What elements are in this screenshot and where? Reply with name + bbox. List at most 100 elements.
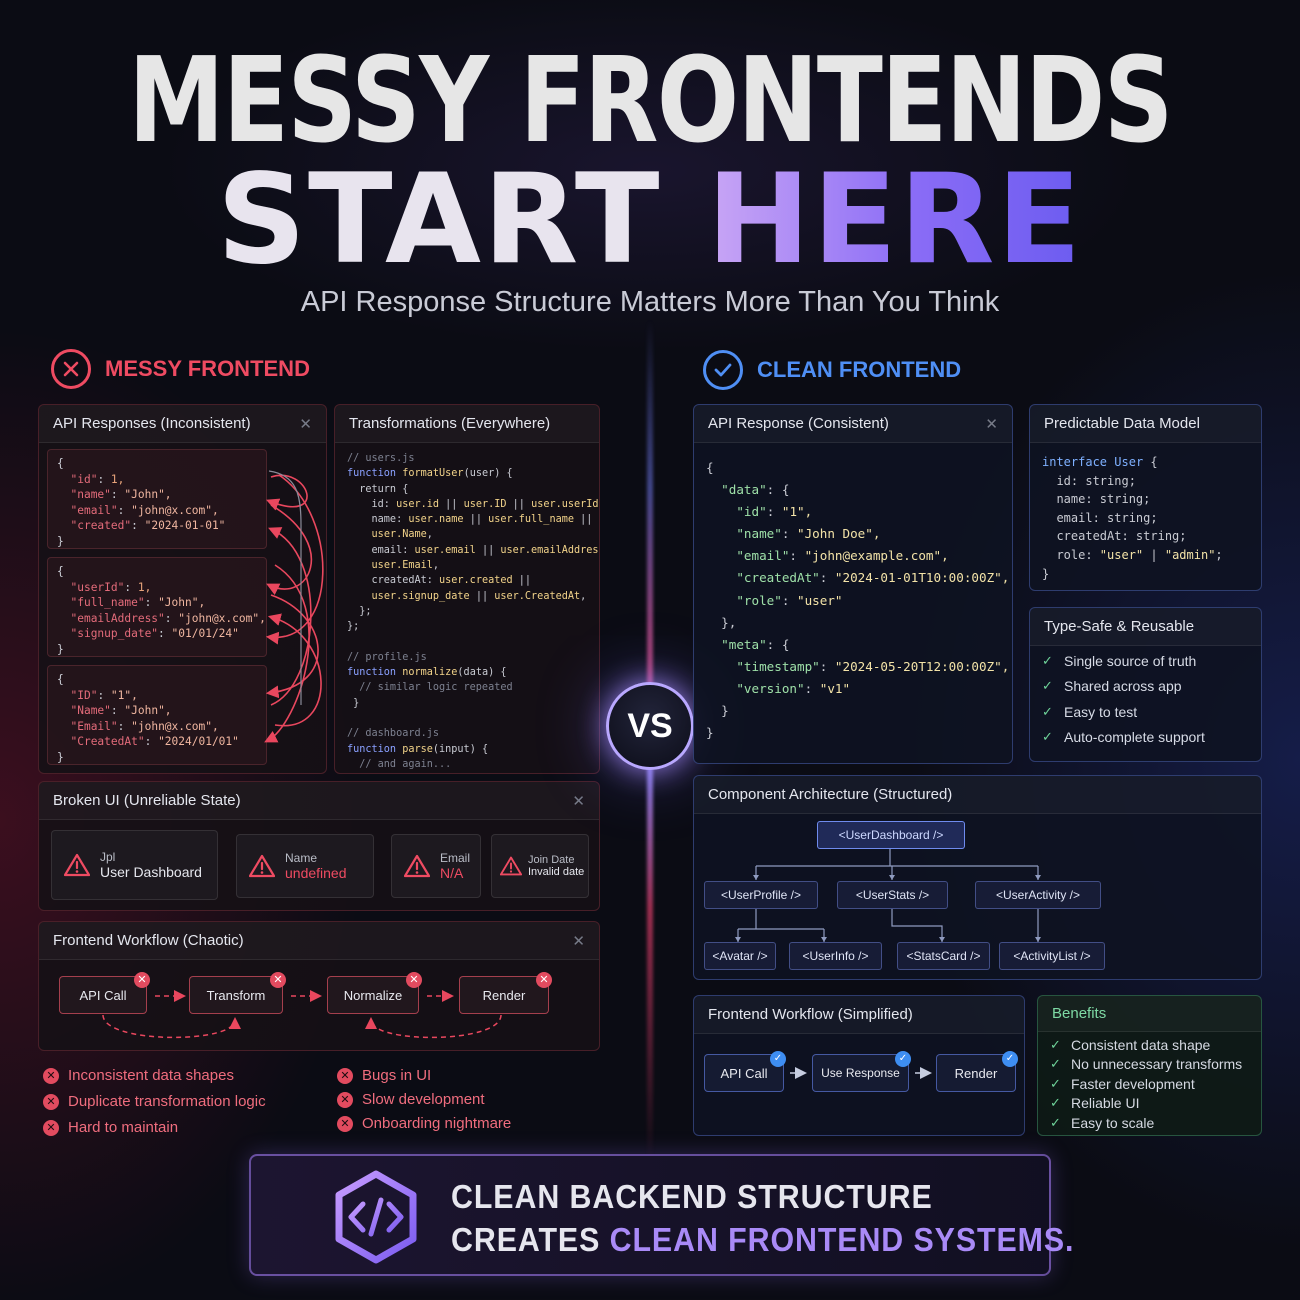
tree-node-user-stats: <UserStats /> — [837, 881, 948, 909]
code-line: "CreatedAt": "2024/01/01" — [70, 735, 239, 749]
panel-title: Broken UI (Unreliable State) — [53, 792, 241, 809]
code-line: "email": "john@x.com", — [70, 503, 219, 517]
code-line: } — [57, 750, 64, 764]
title-word-here: HERE — [706, 148, 1084, 292]
api-response-consistent-panel: API Response (Consistent) ✕ { "data": { … — [693, 404, 1013, 764]
code-line: ` — [347, 772, 599, 773]
benefit-item: ✓No unnecessary transforms — [1050, 1056, 1243, 1073]
title-line-2: START HERE — [0, 150, 1300, 290]
x-icon: ✕ — [43, 1119, 59, 1136]
code-line: "version": "v1" — [736, 680, 851, 696]
close-icon[interactable]: ✕ — [572, 932, 585, 950]
check-icon: ✓ — [1042, 652, 1053, 668]
workflow-step-transform: Transform✕ — [189, 972, 286, 1014]
panel-header: Type-Safe & Reusable — [1030, 608, 1261, 646]
transformations-panel: Transformations (Everywhere) // users.js… — [334, 404, 600, 774]
panel-header: API Responses (Inconsistent) ✕ — [39, 405, 326, 443]
broken-card-join-date: Join Date Invalid date — [491, 834, 589, 898]
problem-item: ✕Duplicate transformation logic — [43, 1093, 266, 1110]
check-icon: ✓ — [1042, 729, 1053, 745]
code-line: "email": "john@example.com", — [736, 548, 949, 564]
code-line: "Email": "john@x.com", — [70, 719, 219, 733]
code-line: email: string; — [1042, 510, 1158, 525]
card-value: User Dashboard — [100, 864, 202, 880]
card-label: Jpl — [100, 850, 116, 864]
error-badge-icon: ✕ — [406, 972, 422, 988]
code-line: "ID": "1", — [70, 688, 138, 702]
code-hexagon-icon — [335, 1170, 417, 1264]
subtitle: API Response Structure Matters More Than… — [300, 286, 1000, 318]
component-architecture-panel: Component Architecture (Structured) <Use… — [693, 775, 1262, 980]
close-icon[interactable]: ✕ — [299, 415, 312, 433]
workflow-step-api-call: API Call✕ — [59, 972, 150, 1014]
panel-header: Transformations (Everywhere) — [335, 405, 599, 443]
x-icon: ✕ — [337, 1091, 353, 1108]
code-line: "role": "user" — [736, 592, 843, 608]
messy-heading-label: MESSY FRONTEND — [105, 356, 310, 381]
code-line: "signup_date": "01/01/24" — [70, 627, 239, 641]
broken-card-name: Name undefined — [236, 834, 374, 898]
problem-item: ✕Inconsistent data shapes — [43, 1067, 234, 1084]
code-line: name: user.name || user.full_name || — [347, 514, 593, 526]
tree-node-avatar: <Avatar /> — [704, 942, 776, 970]
warning-icon — [500, 856, 522, 876]
banner-line-1: CLEAN BACKEND STRUCTURE — [451, 1178, 933, 1215]
code-line: "createdAt": "2024-01-01T10:00:00Z", — [736, 570, 1010, 586]
tree-node-activity-list: <ActivityList /> — [999, 942, 1105, 970]
title-word-start: START — [216, 148, 662, 292]
warning-icon — [249, 854, 275, 878]
panel-title: API Response (Consistent) — [708, 415, 889, 432]
benefit-item: ✓Faster development — [1050, 1075, 1195, 1092]
problem-item: ✕Hard to maintain — [43, 1119, 178, 1136]
code-line: "timestamp": "2024-05-20T12:00:00Z", — [736, 658, 1010, 674]
workflow-chaotic-panel: Frontend Workflow (Chaotic) ✕ API Call✕ … — [38, 921, 600, 1051]
check-icon: ✓ — [1050, 1075, 1061, 1091]
check-icon: ✓ — [1050, 1095, 1061, 1111]
benefit-item: ✓Reliable UI — [1050, 1095, 1140, 1112]
panel-header: Component Architecture (Structured) — [694, 776, 1261, 814]
code-line: } — [706, 703, 729, 719]
tree-connectors — [735, 849, 1041, 942]
code-line: "data": { — [721, 482, 790, 498]
error-badge-icon: ✕ — [536, 972, 552, 988]
code-line: function formatUser(user) { — [347, 468, 513, 480]
check-icon: ✓ — [1050, 1036, 1061, 1052]
code-line: { — [706, 460, 714, 475]
code-line: interface User { — [1042, 455, 1158, 469]
broken-card-email: Email N/A — [391, 834, 481, 898]
code-line: { — [57, 457, 64, 470]
benefits-panel: Benefits ✓Consistent data shape ✓No unne… — [1037, 995, 1262, 1136]
check-item: ✓Single source of truth — [1042, 652, 1197, 669]
panel-header: Predictable Data Model — [1030, 405, 1261, 443]
problem-item: ✕Slow development — [337, 1091, 485, 1108]
code-line: } — [347, 697, 360, 709]
code-line: { — [57, 565, 64, 578]
benefit-item: ✓Easy to scale — [1050, 1114, 1155, 1131]
x-icon: ✕ — [337, 1067, 353, 1084]
panel-title: API Responses (Inconsistent) — [53, 415, 251, 432]
json-block-3: { "ID": "1", "Name": "John", "Email": "j… — [47, 665, 267, 765]
predictable-data-model-panel: Predictable Data Model interface User { … — [1029, 404, 1262, 591]
check-badge-icon: ✓ — [770, 1051, 786, 1067]
check-badge-icon: ✓ — [895, 1051, 911, 1067]
json-block-1: { "id": 1, "name": "John", "email": "joh… — [47, 449, 267, 549]
card-value: Invalid date — [528, 866, 585, 878]
messy-heading: MESSY FRONTEND — [51, 349, 310, 389]
code-line: function parse(input) { — [347, 743, 489, 755]
panel-header: Frontend Workflow (Chaotic) ✕ — [39, 922, 599, 960]
title-line-1: MESSY FRONTENDS — [128, 31, 1173, 169]
card-value: N/A — [440, 865, 464, 881]
close-icon[interactable]: ✕ — [572, 792, 585, 810]
code-line: "id": 1, — [70, 472, 125, 486]
tree-node-user-info: <UserInfo /> — [789, 942, 882, 970]
close-icon[interactable]: ✕ — [985, 415, 998, 433]
warning-icon — [64, 853, 90, 877]
panel-header: Frontend Workflow (Simplified) — [694, 996, 1024, 1034]
workflow-arrows — [102, 990, 502, 1039]
code-line: "full_name": "John", — [70, 596, 206, 610]
panel-title: Transformations (Everywhere) — [349, 415, 551, 432]
code-line — [347, 711, 599, 726]
code-line: user.signup_date || user.CreatedAt, — [371, 590, 587, 602]
code-line — [347, 635, 599, 650]
x-circle-icon — [51, 349, 91, 389]
